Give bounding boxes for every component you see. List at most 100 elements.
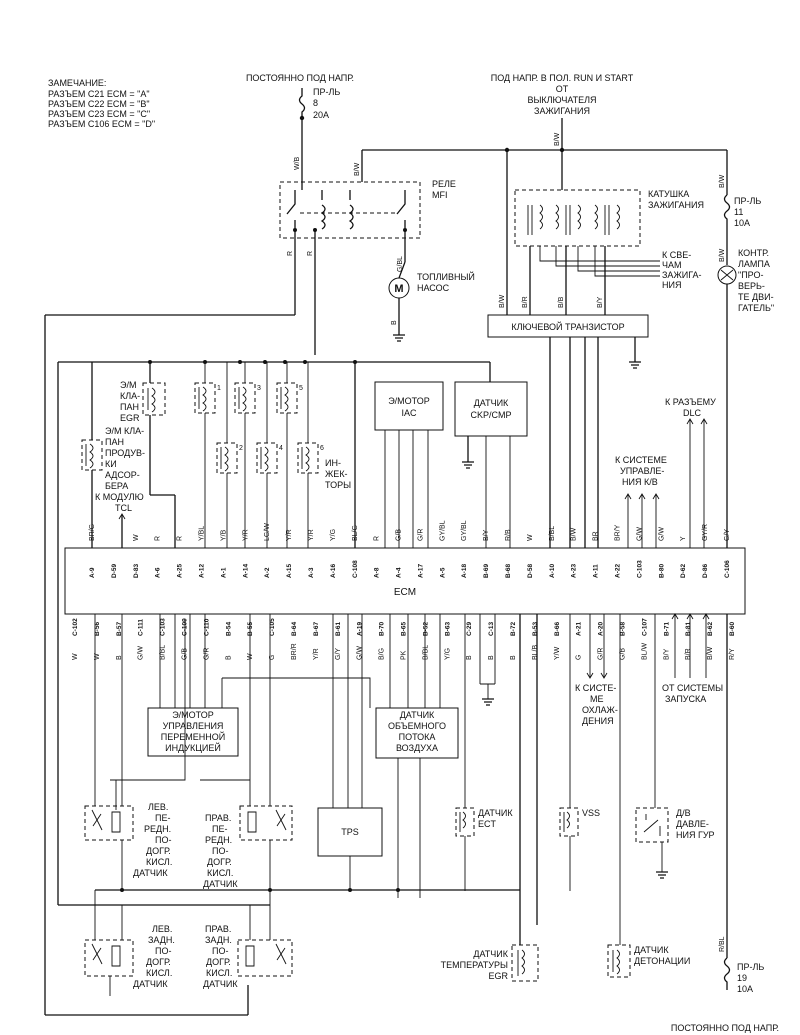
ecm-wire-code: B: [510, 655, 517, 660]
o2-label: ПО-: [155, 835, 171, 845]
ecm-pin-label: C-107: [641, 618, 648, 636]
egr-temp-label: EGR: [488, 971, 508, 981]
injector-4: [256, 442, 278, 474]
ground-wires: [479, 614, 496, 699]
switch-icon: [643, 814, 661, 836]
o2-label: ЗАДН.: [148, 935, 175, 945]
knock-label: ДЕТОНАЦИИ: [634, 956, 690, 966]
ecm-wire-code: R: [374, 536, 381, 541]
sensor-ground-bus: [58, 614, 538, 945]
spark-plug-leads: [539, 246, 660, 277]
injectors-label: ТОРЫ: [325, 480, 351, 490]
maf-label: ПОТОКА: [399, 732, 436, 742]
vim-wires: [159, 614, 206, 708]
wire-code: B/Y: [597, 296, 604, 308]
ecm-wire-code: B: [466, 655, 473, 660]
ecm-wire-code: G/B: [620, 648, 627, 660]
cooling-label: ОХЛАЖ-: [582, 705, 618, 715]
fuel-pump-label: ТОПЛИВНЫЙ: [417, 271, 475, 282]
ecm-wire-code: Y/G: [444, 648, 451, 660]
ac-label: УПРАВЛЕ-: [620, 466, 664, 476]
ecm-wire-code: Y/G: [330, 529, 337, 541]
injector-coil-icon: [301, 446, 310, 472]
cooling-wires: [589, 614, 605, 678]
tcl-label: К МОДУЛЮ: [95, 492, 144, 502]
o2-sensor-box: [239, 805, 293, 841]
motor-symbol: M: [394, 283, 403, 295]
ecm-pin-label: B-69: [483, 564, 490, 578]
ecm-pin-label: B-65: [401, 622, 408, 636]
ignition-label: ОТ: [556, 84, 569, 94]
maf-sensor: ДАТЧИК ОБЪЕМНОГО ПОТОКА ВОЗДУХА: [221, 614, 459, 898]
ckp-box: [454, 381, 528, 437]
wire-code: B/W: [354, 162, 361, 176]
relay-label: РЕЛЕ: [432, 179, 456, 189]
o2-label: КИСЛ.: [146, 857, 172, 867]
injector-coil-icon: [220, 446, 229, 472]
vim-feed: [221, 677, 371, 708]
ecm-wire-code: Y: [680, 536, 687, 541]
ignition-label: ЗАЖИГАНИЯ: [534, 106, 590, 116]
wire-code: R: [287, 251, 294, 256]
dlc-label: DLC: [683, 408, 702, 418]
key-transistor-box: [487, 314, 649, 338]
ecm-wire-code: G/Y: [335, 648, 342, 660]
o2-label: ПО-: [212, 946, 228, 956]
injector-6: [297, 442, 319, 474]
ecm-pin-label: A-9: [89, 567, 96, 578]
maf-label: ДАТЧИК: [400, 710, 435, 720]
purge-label: АДСОР-: [105, 470, 140, 480]
injector-number: 6: [320, 445, 324, 452]
wire-code: B/W: [554, 132, 561, 146]
ecm-wire-code: B: [488, 655, 495, 660]
ecm-pin-label: A-25: [177, 564, 184, 578]
ecm-wire-code: B: [225, 655, 232, 660]
ecm-wire-code: BL/W: [641, 642, 648, 660]
relay-label: MFI: [432, 190, 448, 200]
ecm-wire-code: BR/G: [89, 524, 96, 541]
fuse-19-label: 19: [737, 973, 747, 983]
ecm-label: ECM: [394, 587, 416, 598]
o2-label: ПЕ-: [212, 824, 227, 834]
ecm-pin-label: A-17: [417, 564, 424, 578]
tps-label: TPS: [341, 827, 359, 837]
ecm-pin-label: B-62: [707, 622, 714, 636]
injector-number: 3: [257, 385, 261, 392]
wire-code: B/W: [499, 294, 506, 308]
o2-label: КИСЛ.: [207, 868, 233, 878]
ecm-pin-label: C-102: [72, 618, 79, 636]
ckp-cmp-sensor: ДАТЧИК CKP/CMP: [454, 362, 528, 548]
o2-label: ДОГР.: [146, 957, 171, 967]
psp-box: [635, 807, 669, 843]
ckp-label: ДАТЧИК: [474, 398, 509, 408]
wire-code: B/R: [522, 296, 529, 308]
ecm-pin-label: B-61: [335, 622, 342, 636]
starting-label: ЗАПУСКА: [665, 694, 706, 704]
ecm-pin-label: C-13: [488, 622, 495, 636]
ecm-pin-label: C-103: [636, 560, 643, 578]
to-plugs-label: ЗАЖИГА-: [662, 270, 702, 280]
ecm-pin-label: B-80: [658, 564, 665, 578]
injectors-label: ИН-: [325, 458, 341, 468]
psp-label: ДАВЛЕ-: [676, 819, 709, 829]
ecm-pin-label: A-6: [155, 567, 162, 578]
cooling-label: К СИСТЕ-: [575, 683, 616, 693]
ecm-bottom-pins: C-102WB-56WB-57BC-111G/WC-103B/BLC-109G/…: [72, 618, 736, 660]
o2-label: ДОГР.: [206, 957, 231, 967]
ecm-wire-code: G: [269, 655, 276, 660]
ecm-pin-label: A-20: [598, 622, 605, 636]
maf-lower-wires: [397, 758, 421, 898]
ecm-pin-label: C-29: [466, 622, 473, 636]
ecm-pin-label: B-70: [379, 622, 386, 636]
o2-label: ДОГР.: [207, 857, 232, 867]
ecm-wire-code: B: [116, 655, 123, 660]
ignition-label: ВЫКЛЮЧАТЕЛЯ: [527, 95, 596, 105]
ecm-pin-label: A-16: [330, 564, 337, 578]
ecm-wire-code: BL/B: [532, 644, 539, 660]
to-plugs-label: ЧАМ: [662, 260, 682, 270]
check-lamp-label: КОНТР.: [738, 248, 769, 258]
relay-coil-icon: [348, 190, 354, 230]
ecm-ground: [479, 614, 496, 706]
injector-coil-icon: [238, 386, 247, 412]
